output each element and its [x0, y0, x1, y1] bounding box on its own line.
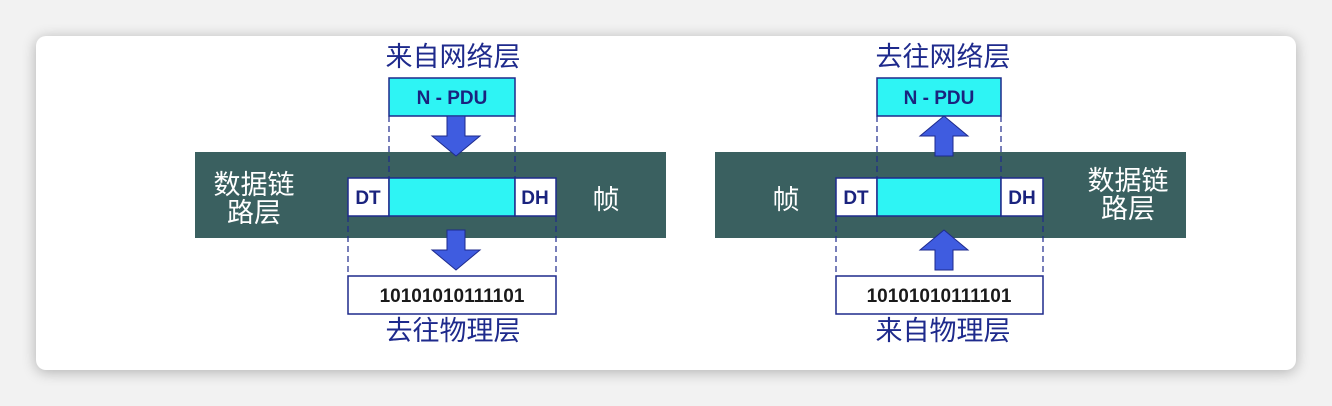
- right-trailer-label: DT: [843, 188, 869, 209]
- left-bits-box: [347, 275, 557, 315]
- left-diagram: 来自网络层 N - PDU 数据链 路层 DT DH 帧 10101010111…: [195, 42, 666, 347]
- left-pdu-label: N - PDU: [417, 88, 488, 109]
- right-diagram: 去往网络层 N - PDU 帧 DT DH 数据链 路层 10101010111…: [715, 42, 1186, 347]
- left-pdu-box: [388, 77, 516, 117]
- left-layer-name-line1: 数据链: [214, 170, 295, 201]
- left-frame-data-box: [388, 177, 516, 217]
- left-header-box: [514, 177, 557, 217]
- right-frame-label: 帧: [773, 185, 800, 216]
- left-arrow-down-bottom: [430, 229, 482, 271]
- left-arrow-down-top: [430, 115, 482, 157]
- right-top-label: 去往网络层: [876, 42, 1011, 73]
- right-bottom-label: 来自物理层: [876, 316, 1011, 347]
- right-arrow-up-bottom: [918, 229, 970, 271]
- right-pdu-box: [876, 77, 1002, 117]
- left-header-label: DH: [521, 188, 548, 209]
- left-bottom-label: 去往物理层: [386, 316, 521, 347]
- right-layer-name-line2: 路层: [1101, 194, 1155, 225]
- left-dashed-guides: [347, 116, 557, 276]
- left-layer-name-line2: 路层: [227, 198, 281, 229]
- left-top-label: 来自网络层: [386, 42, 521, 73]
- right-bits-label: 10101010111101: [867, 286, 1012, 307]
- right-bits-box: [835, 275, 1044, 315]
- right-pdu-label: N - PDU: [904, 88, 975, 109]
- right-layer-name-line1: 数据链: [1088, 166, 1169, 197]
- right-trailer-box: [835, 177, 878, 217]
- left-frame-label: 帧: [593, 185, 620, 216]
- right-frame-data-box: [876, 177, 1002, 217]
- right-header-box: [1000, 177, 1044, 217]
- right-header-label: DH: [1008, 188, 1035, 209]
- left-trailer-label: DT: [355, 188, 381, 209]
- right-arrow-up-top: [918, 115, 970, 157]
- left-trailer-box: [347, 177, 390, 217]
- left-bits-label: 10101010111101: [380, 286, 525, 307]
- right-dashed-guides: [835, 116, 1044, 276]
